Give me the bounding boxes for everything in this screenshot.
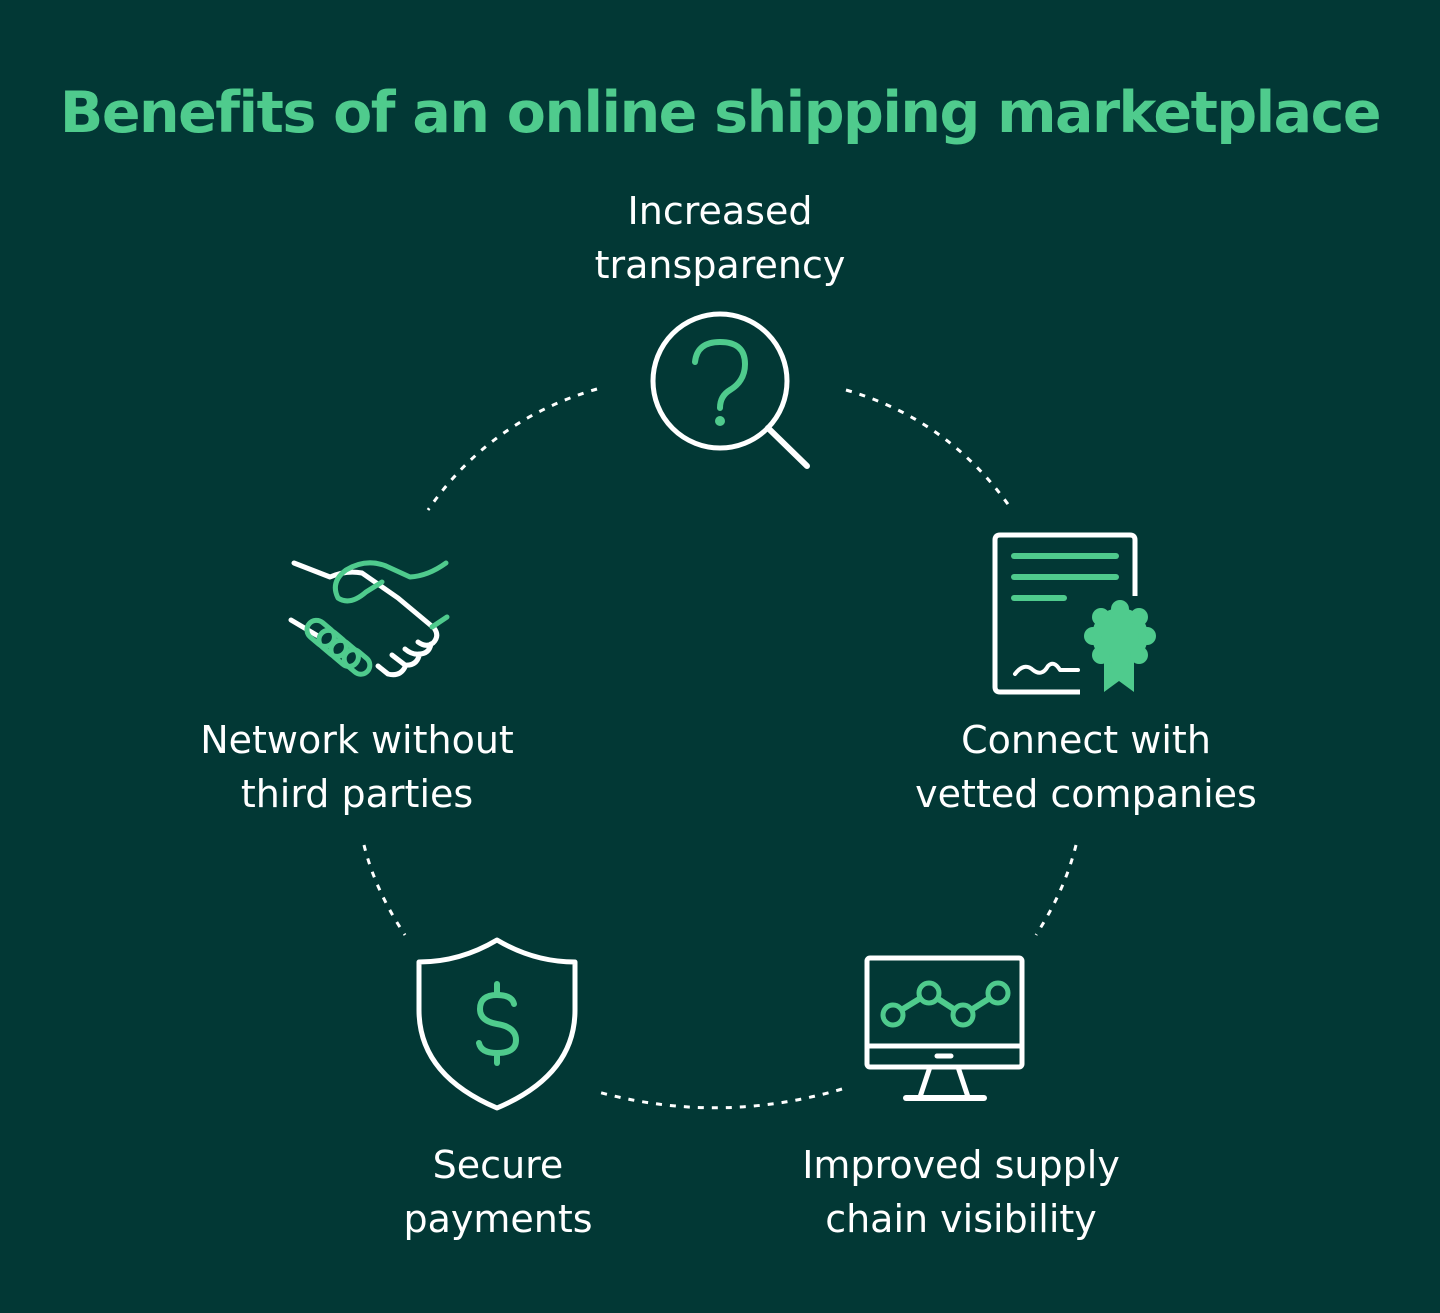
benefit-label-line2: chain visibility: [825, 1197, 1097, 1241]
shield-dollar-icon: [416, 937, 578, 1111]
benefit-label-line2: third parties: [240, 772, 474, 816]
connector-arc: [1034, 844, 1078, 936]
benefit-increased-transparency: Increased transparency: [510, 184, 930, 292]
monitor-chart-icon: [864, 955, 1025, 1101]
benefit-supply-chain-visibility: Improved supply chain visibility: [751, 1138, 1171, 1246]
benefit-label-line1: Improved supply: [802, 1143, 1120, 1187]
benefit-label-line1: Network without: [200, 718, 514, 762]
magnifier-question-icon: [650, 311, 810, 469]
connector-arc: [426, 387, 598, 511]
handshake-icon: [288, 560, 450, 678]
benefit-label-line1: Increased: [627, 189, 813, 233]
benefit-vetted-companies: Connect with vetted companies: [876, 713, 1296, 821]
certificate-icon: [992, 532, 1156, 695]
connector-arc: [845, 388, 1014, 511]
benefit-label-line2: payments: [403, 1197, 593, 1241]
benefit-label-line1: Connect with: [961, 718, 1211, 762]
page-title: Benefits of an online shipping marketpla…: [59, 80, 1382, 146]
benefit-label-line2: transparency: [594, 243, 846, 287]
benefit-label-line1: Secure: [432, 1143, 564, 1187]
benefit-label-line2: vetted companies: [915, 772, 1257, 816]
benefit-secure-payments: Secure payments: [288, 1138, 708, 1246]
connector-arc: [362, 844, 407, 936]
benefit-network-without-third-parties: Network without third parties: [147, 713, 567, 821]
connector-arc: [597, 1087, 843, 1110]
